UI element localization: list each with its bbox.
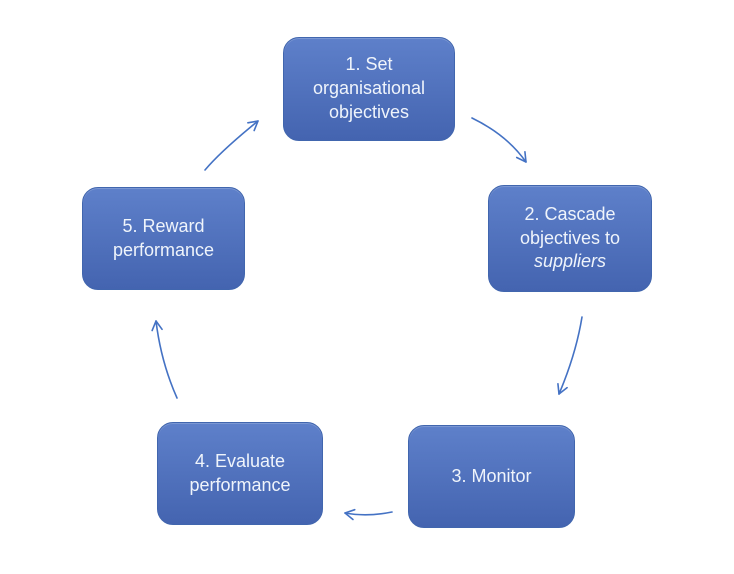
step-label-line-italic: suppliers <box>533 251 607 272</box>
arrow-evaluate-to-reward-icon <box>151 320 178 399</box>
step-label-line: organisational <box>312 78 426 99</box>
arrow-monitor-to-evaluate-icon <box>344 508 393 521</box>
step-label-line: objectives to <box>519 227 621 248</box>
step-box-reward-performance: 5. Reward performance <box>82 187 245 290</box>
step-label-line: performance <box>112 239 215 260</box>
step-box-monitor: 3. Monitor <box>408 425 575 528</box>
step-label-line: performance <box>189 474 291 495</box>
step-label-line: 2. Cascade <box>524 203 616 224</box>
arrow-cascade-to-monitor-icon <box>557 316 583 395</box>
arrow-reward-to-set-icon <box>204 120 259 171</box>
step-box-evaluate-performance: 4. Evaluate performance <box>157 422 323 525</box>
step-label-line: 5. Reward <box>122 215 205 236</box>
step-box-cascade-objectives-to-suppliers: 2. Cascade objectives to suppliers <box>488 185 652 292</box>
step-box-set-organisational-objectives: 1. Set organisational objectives <box>283 37 455 141</box>
step-label-line: 1. Set <box>345 54 393 75</box>
step-label-line: 3. Monitor <box>451 465 532 486</box>
step-label-line: 4. Evaluate <box>194 450 286 471</box>
arrow-set-to-cascade-icon <box>471 117 527 163</box>
step-label-line: objectives <box>328 101 410 122</box>
